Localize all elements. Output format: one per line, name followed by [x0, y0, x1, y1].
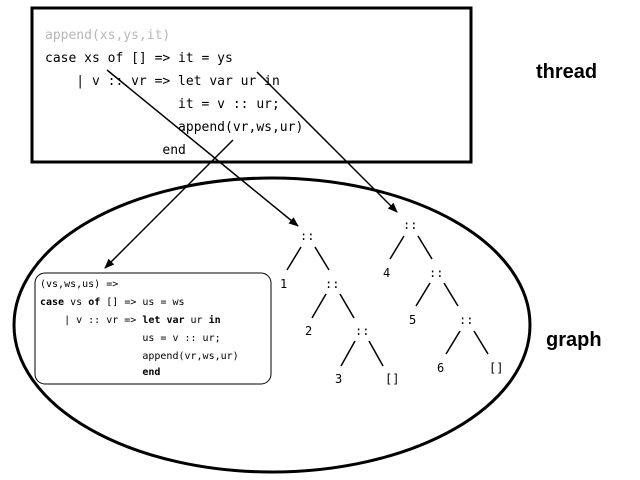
- keyword: var: [166, 315, 185, 326]
- list-value: 2: [305, 324, 312, 338]
- arrow-ys-to-list2: [256, 71, 398, 213]
- list-value: 4: [383, 266, 390, 280]
- arrow-xs-to-list1: [106, 69, 299, 227]
- cons-node: ::: [403, 218, 417, 232]
- closure-text: [40, 367, 142, 378]
- list-value: 6: [437, 361, 444, 375]
- closure-text: ur: [184, 315, 209, 326]
- keyword: end: [142, 367, 161, 378]
- closure-box: [34, 272, 272, 385]
- cons-node: ::: [355, 324, 369, 338]
- code-line: it = v :: ur;: [45, 97, 280, 112]
- code-line: case xs of [] => it = ys: [45, 51, 233, 66]
- code-line: append(xs,ys,it): [45, 28, 171, 43]
- closure-line: case vs of [] => us = ws: [40, 294, 185, 312]
- cons-node: ::: [300, 229, 314, 243]
- list1-edges: [286, 246, 384, 367]
- thread-code: append(xs,ys,it) case xs of [] => it = y…: [45, 24, 303, 208]
- thread-box: [30, 6, 473, 164]
- list-value: 3: [335, 372, 342, 386]
- thread-label: thread: [536, 61, 598, 83]
- list2-nodes: :: 4 :: 5 :: 6 []: [383, 218, 503, 375]
- cons-node: ::: [325, 277, 339, 291]
- keyword: in: [208, 315, 221, 326]
- nil-node: []: [385, 372, 399, 386]
- code-line: append(vr,ws,ur): [45, 120, 304, 135]
- graph-ellipse: [12, 176, 532, 474]
- keyword: let: [142, 315, 161, 326]
- list-value: 1: [280, 277, 287, 291]
- closure-text: | v :: vr =>: [40, 315, 143, 326]
- list1-nodes: :: 1 :: 2 :: 3 []: [280, 229, 399, 386]
- cons-node: ::: [459, 313, 473, 327]
- keyword: case: [40, 297, 65, 308]
- closure-line: (vs,ws,us) =>: [40, 279, 119, 290]
- closure-line: append(vr,ws,ur): [40, 351, 239, 362]
- closure-line: end: [40, 364, 160, 382]
- code-line: | v :: vr => let var ur in: [45, 74, 280, 89]
- graph-label: graph: [546, 329, 602, 351]
- cons-node: ::: [429, 266, 443, 280]
- closure-text: vs: [64, 297, 89, 308]
- closure-code: (vs,ws,us) => case vs of [] => us = ws |…: [40, 276, 239, 420]
- arrow-append-to-closure: [104, 139, 234, 269]
- closure-line: | v :: vr => let var ur in: [40, 312, 221, 330]
- keyword: of: [88, 297, 101, 308]
- closure-line: us = v :: ur;: [40, 333, 221, 344]
- list-value: 5: [409, 313, 416, 327]
- code-line: end: [45, 143, 186, 158]
- nil-node: []: [489, 361, 503, 375]
- list2-edges: [389, 235, 489, 355]
- closure-text: [] => us = ws: [100, 297, 185, 308]
